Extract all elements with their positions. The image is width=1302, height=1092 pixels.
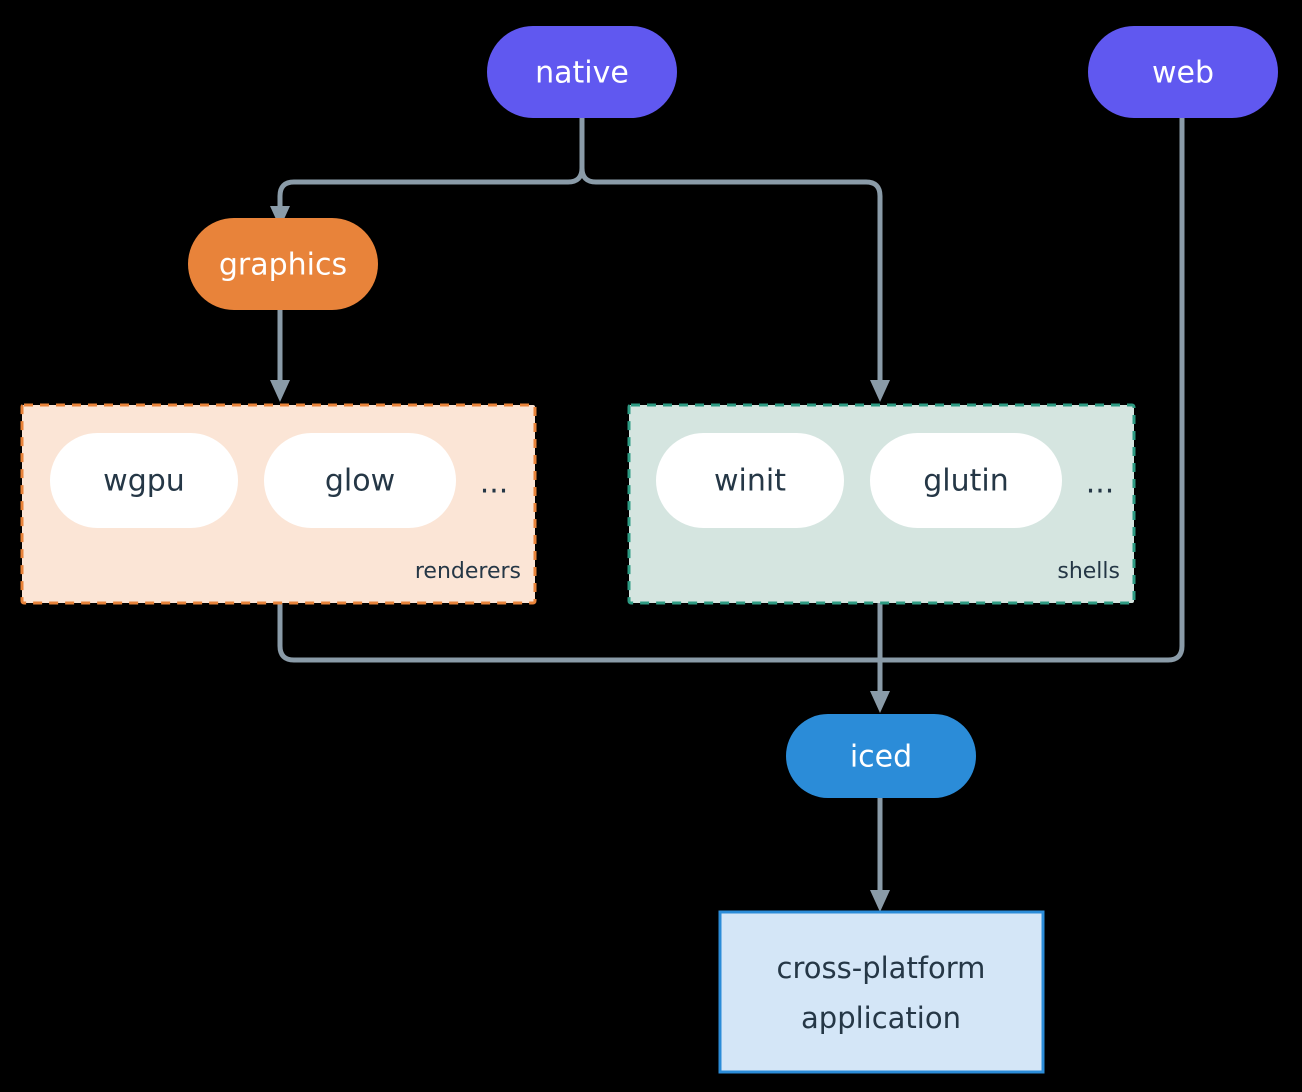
edge-shells-iced [870, 603, 890, 713]
node-iced-shape[interactable] [786, 714, 976, 798]
arrowhead-icon [870, 691, 890, 713]
group-shells-caption: shells [1057, 559, 1120, 584]
node-web[interactable]: web [1088, 26, 1278, 118]
arrowhead-icon [870, 380, 890, 402]
node-iced[interactable]: iced [786, 714, 976, 798]
group-renderers: wgpu glow ... renderers [20, 403, 537, 605]
node-wgpu[interactable] [50, 433, 238, 528]
node-web-shape[interactable] [1088, 26, 1278, 118]
node-glutin-label: glutin [923, 464, 1009, 499]
node-glow-label: glow [325, 464, 395, 499]
shells-ellipsis-label: ... [1086, 466, 1115, 501]
node-graphics[interactable]: graphics [188, 218, 378, 310]
edge-native-shells [579, 118, 890, 402]
node-glow[interactable] [264, 433, 456, 528]
edge-iced-application [870, 798, 890, 912]
edge-graphics-renderers [270, 310, 290, 402]
node-application-shape[interactable] [718, 910, 1045, 1074]
node-native-label: native [535, 56, 629, 91]
edge-web-iced [880, 118, 1185, 663]
node-winit[interactable] [656, 433, 844, 528]
node-graphics-label: graphics [219, 248, 347, 283]
node-iced-label: iced [850, 740, 912, 775]
node-native-shape[interactable] [487, 26, 677, 118]
edge-native-graphics [270, 118, 585, 228]
node-wgpu-label: wgpu [103, 464, 185, 499]
group-renderers-caption: renderers [415, 559, 521, 584]
arrowhead-icon [870, 890, 890, 912]
renderers-ellipsis-label: ... [480, 466, 509, 501]
group-shells: winit glutin ... shells [627, 403, 1136, 605]
node-winit-label: winit [714, 464, 786, 499]
arrowhead-icon [270, 380, 290, 402]
node-graphics-shape[interactable] [188, 218, 378, 310]
node-web-label: web [1152, 56, 1214, 91]
node-application[interactable]: cross-platform application [718, 910, 1045, 1074]
node-application-label-line1: cross-platform [777, 951, 986, 985]
node-application-label-line2: application [801, 1001, 961, 1035]
node-glutin[interactable] [870, 433, 1062, 528]
arrowhead-icon [270, 206, 290, 228]
edge-renderers-iced [277, 603, 880, 663]
edge-layer [270, 118, 1185, 912]
node-native[interactable]: native [487, 26, 677, 118]
